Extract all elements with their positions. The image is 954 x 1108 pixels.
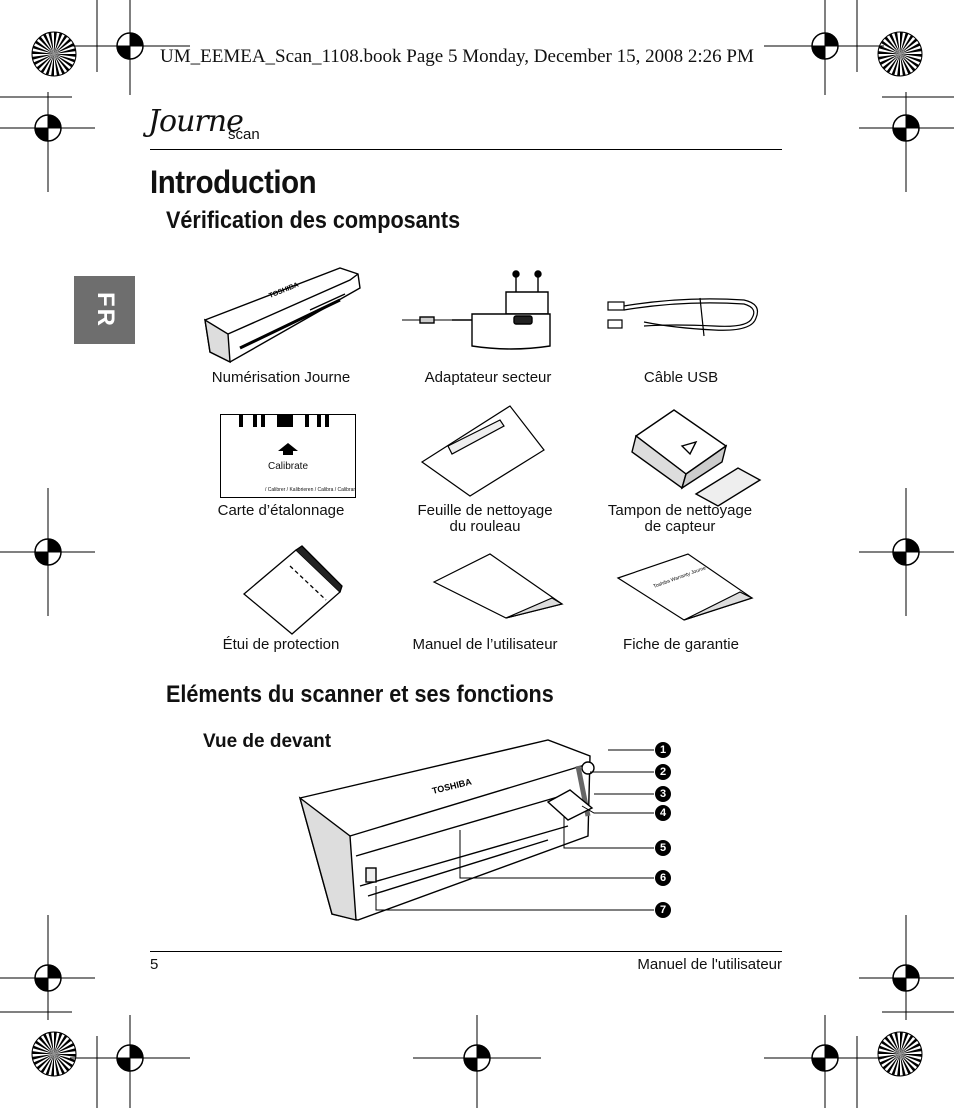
language-tab: FR bbox=[74, 276, 135, 344]
front-view-scanner-illustration: TOSHIBA bbox=[298, 739, 595, 921]
component-caption-3: Câble USB bbox=[643, 369, 719, 386]
scanner-icon: TOSHIBA bbox=[204, 267, 361, 364]
callout-number-2: 2 bbox=[655, 764, 671, 780]
section-title-features: Eléments du scanner et ses fonctions bbox=[166, 681, 554, 708]
cleaning-pad-icon bbox=[631, 409, 762, 507]
callout-number-1: 1 bbox=[655, 742, 671, 758]
logo-word: scan bbox=[228, 126, 260, 143]
callout-number-5: 5 bbox=[655, 840, 671, 856]
footer-manual-name: Manuel de l'utilisateur bbox=[637, 956, 782, 973]
component-caption-4: Carte d’étalonnage bbox=[217, 502, 345, 519]
component-caption-2: Adaptateur secteur bbox=[424, 369, 552, 386]
book-header-line: UM_EEMEA_Scan_1108.book Page 5 Monday, D… bbox=[160, 46, 754, 67]
component-caption-9: Fiche de garantie bbox=[623, 636, 739, 653]
component-caption-7: Étui de protection bbox=[222, 636, 340, 653]
protective-sleeve-icon bbox=[242, 545, 343, 635]
warranty-card-icon: Toshiba Warranty Journe bbox=[616, 553, 754, 621]
calibration-card-fine-print: / Calibrer / Kalibrieren / Calibra / Cal… bbox=[265, 487, 356, 493]
power-adapter-icon bbox=[402, 270, 551, 350]
calibration-card-icon: Calibrate / Calibrer / Kalibrieren / Cal… bbox=[220, 414, 356, 498]
brand-logo: Journe scan bbox=[148, 102, 278, 148]
user-manual-icon bbox=[432, 553, 564, 619]
component-caption-1: Numérisation Journe bbox=[211, 369, 351, 386]
callout-number-4: 4 bbox=[655, 805, 671, 821]
footer-rule bbox=[150, 951, 782, 952]
calibration-card-label: Calibrate bbox=[267, 461, 309, 472]
callout-number-3: 3 bbox=[655, 786, 671, 802]
callout-number-7: 7 bbox=[655, 902, 671, 918]
header-rule bbox=[150, 149, 782, 150]
page-title: Introduction bbox=[150, 164, 317, 200]
component-caption-6: Tampon de nettoyage de capteur bbox=[607, 502, 753, 535]
usb-cable-icon bbox=[607, 297, 759, 337]
cleaning-sheet-icon bbox=[420, 405, 545, 497]
logo-script: Journe bbox=[148, 104, 244, 139]
component-caption-8: Manuel de l’utilisateur bbox=[412, 636, 558, 653]
footer-page-number: 5 bbox=[150, 956, 159, 973]
subsection-title-front-view: Vue de devant bbox=[203, 731, 332, 752]
component-caption-5: Feuille de nettoyage du rouleau bbox=[417, 502, 553, 535]
section-title-components: Vérification des composants bbox=[166, 207, 461, 234]
callout-number-6: 6 bbox=[655, 870, 671, 886]
